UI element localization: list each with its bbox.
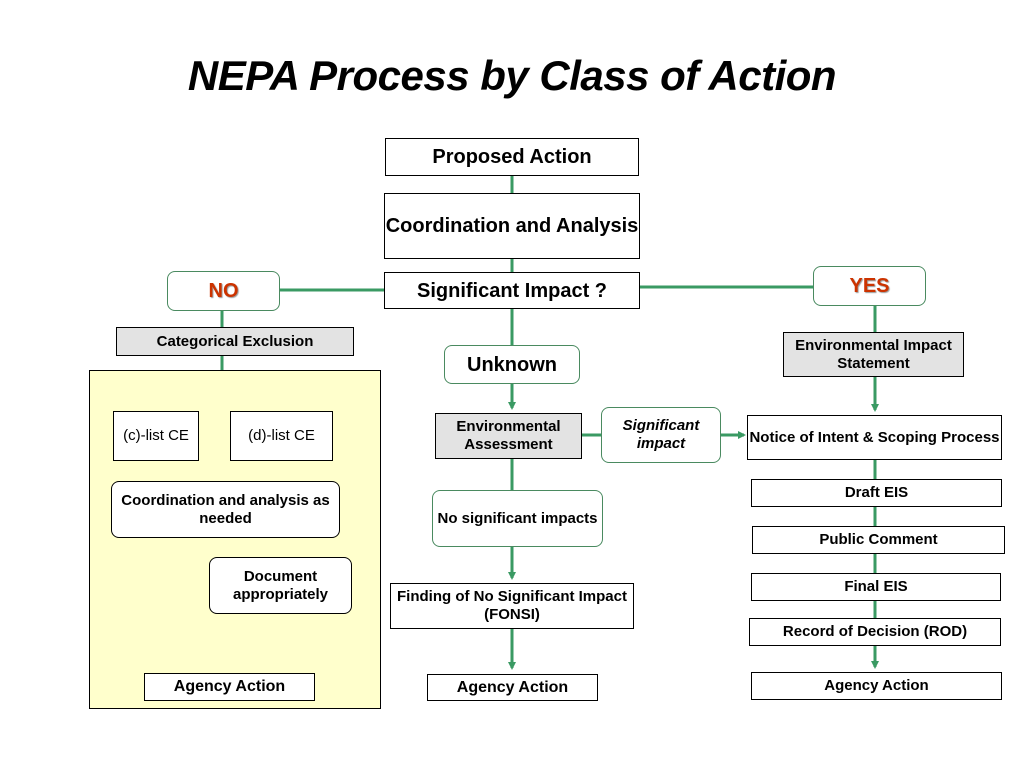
agency-action-ea-box: Agency Action (427, 674, 598, 701)
no-box: NO (167, 271, 280, 311)
agency-action-eis-box: Agency Action (751, 672, 1002, 700)
coordination-analysis-box: Coordination and Analysis (384, 193, 640, 259)
environmental-impact-statement-box: Environmental Impact Statement (783, 332, 964, 377)
yes-box: YES (813, 266, 926, 306)
page-title: NEPA Process by Class of Action (187, 52, 837, 99)
significant-impact-question-box: Significant Impact ? (384, 272, 640, 309)
d-list-ce-box: (d)-list CE (230, 411, 333, 461)
coordination-as-needed-box: Coordination and analysis as needed (111, 481, 340, 538)
c-list-ce-box: (c)-list CE (113, 411, 199, 461)
no-significant-impacts-box: No significant impacts (432, 490, 603, 547)
record-of-decision-box: Record of Decision (ROD) (749, 618, 1001, 646)
final-eis-box: Final EIS (751, 573, 1001, 601)
document-appropriately-box: Document appropriately (209, 557, 352, 614)
significant-impact-box: Significant impact (601, 407, 721, 463)
environmental-assessment-box: Environmental Assessment (435, 413, 582, 459)
notice-of-intent-box: Notice of Intent & Scoping Process (747, 415, 1002, 460)
fonsi-box: Finding of No Significant Impact (FONSI) (390, 583, 634, 629)
unknown-box: Unknown (444, 345, 580, 384)
proposed-action-box: Proposed Action (385, 138, 639, 176)
public-comment-box: Public Comment (752, 526, 1005, 554)
categorical-exclusion-box: Categorical Exclusion (116, 327, 354, 356)
agency-action-ce-box: Agency Action (144, 673, 315, 701)
draft-eis-box: Draft EIS (751, 479, 1002, 507)
